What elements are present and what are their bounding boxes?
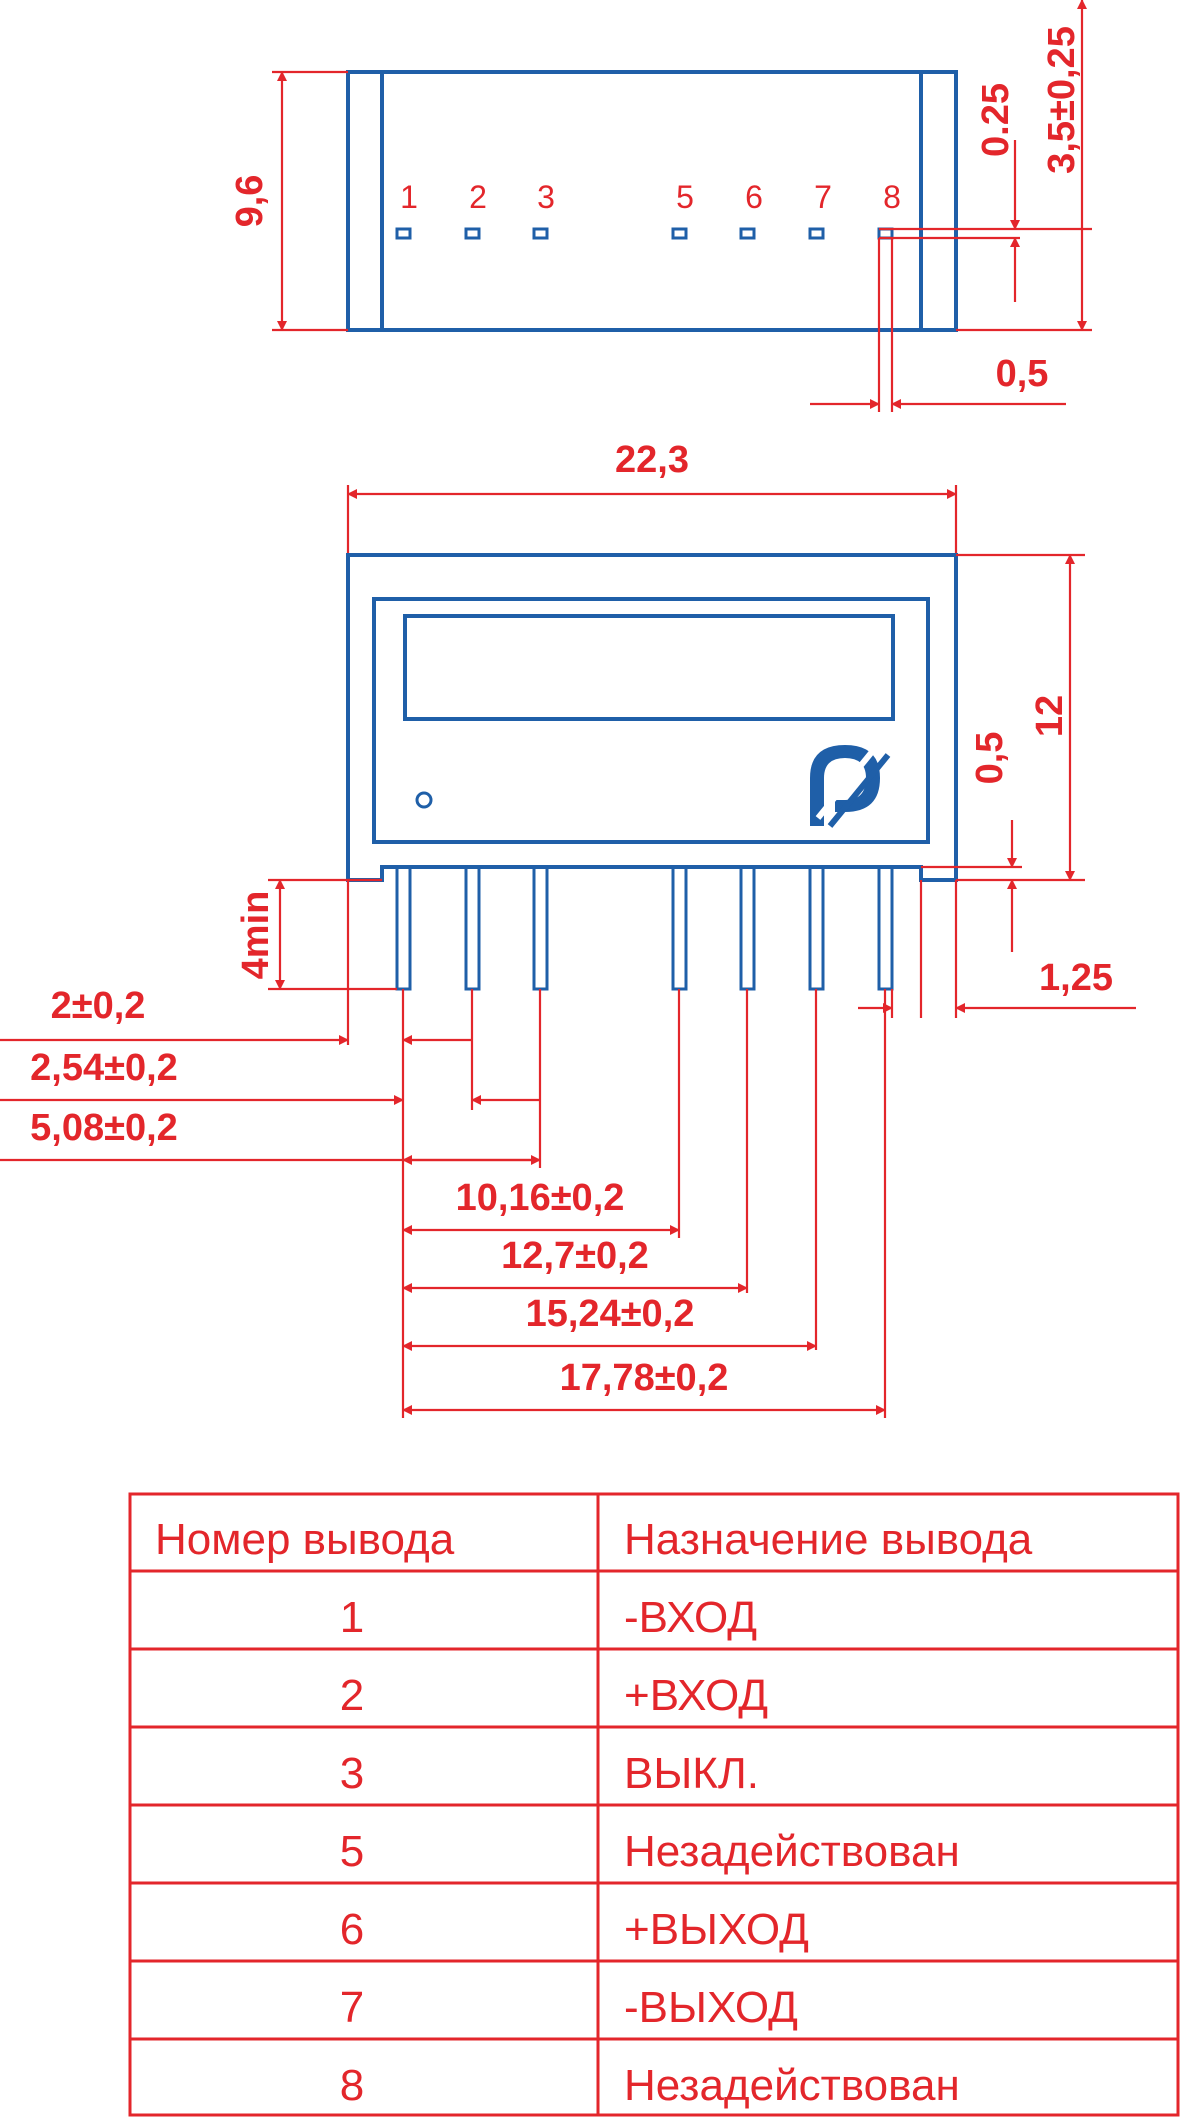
front-view: 22,3 12 0,5 [0, 439, 1136, 1418]
top-pin-label-5: 5 [676, 179, 694, 215]
table-row-function: Незадействован [624, 2061, 960, 2110]
top-pin-label-2: 2 [469, 179, 487, 215]
dim-pitch-6: 17,78±0,2 [560, 1357, 729, 1399]
table-row-function: -ВЫХОД [624, 1983, 798, 2032]
top-view-body [346, 70, 958, 332]
table-row-function: Незадействован [624, 1827, 960, 1876]
table-header-pin: Номер вывода [155, 1515, 455, 1564]
table-row-pin: 5 [340, 1827, 364, 1876]
top-pin-label-3: 3 [537, 179, 555, 215]
table-row-pin: 1 [340, 1593, 364, 1642]
dim-edge-left: 2±0,2 [51, 985, 146, 1027]
table-row-pin: 3 [340, 1749, 364, 1798]
top-pin-label-1: 1 [400, 179, 418, 215]
top-pin-label-6: 6 [745, 179, 763, 215]
dim-standoff: 0,5 [969, 732, 1011, 785]
front-view-pins [395, 865, 894, 991]
table-row-function: ВЫКЛ. [624, 1749, 759, 1798]
table-row-pin: 8 [340, 2061, 364, 2110]
dim-pin-length: 4min [235, 891, 277, 980]
brand-logo-icon [810, 740, 891, 828]
top-view-pin-pads [395, 227, 894, 240]
dim-edge-right: 1,25 [1039, 957, 1113, 999]
dim-pitch-4: 12,7±0,2 [501, 1235, 649, 1277]
dim-height-front: 12 [1029, 695, 1071, 737]
pin-table: Номер вывода Назначение вывода 1 -ВХОД 2… [128, 1492, 1180, 2117]
top-pin-label-7: 7 [814, 179, 832, 215]
front-view-window [403, 614, 895, 721]
dim-pitch-2: 5,08±0,2 [30, 1107, 178, 1149]
table-row-function: +ВХОД [624, 1671, 768, 1720]
top-view: 1 2 3 5 6 7 8 9,6 0.25 3,5±0,25 0,5 [229, 0, 1092, 412]
table-row-function: -ВХОД [624, 1593, 757, 1642]
table-row-pin: 6 [340, 1905, 364, 1954]
table-row-pin: 7 [340, 1983, 364, 2032]
dim-pin-width: 0,5 [996, 353, 1049, 395]
dim-pitch-1: 2,54±0,2 [30, 1047, 178, 1089]
table-header-function: Назначение вывода [624, 1515, 1033, 1564]
table-row-pin: 2 [340, 1671, 364, 1720]
pin1-marker-dot [415, 791, 433, 809]
dim-pin-offset: 0.25 [975, 83, 1017, 157]
dim-length: 22,3 [615, 439, 689, 481]
dim-pitch-5: 15,24±0,2 [526, 1293, 695, 1335]
dim-height-top: 9,6 [229, 175, 271, 228]
dim-pin-height: 3,5±0,25 [1041, 26, 1083, 174]
table-row-function: +ВЫХОД [624, 1905, 809, 1954]
front-view-inner-frame [372, 597, 930, 844]
top-pin-label-8: 8 [883, 179, 901, 215]
dim-pitch-3: 10,16±0,2 [456, 1177, 625, 1219]
